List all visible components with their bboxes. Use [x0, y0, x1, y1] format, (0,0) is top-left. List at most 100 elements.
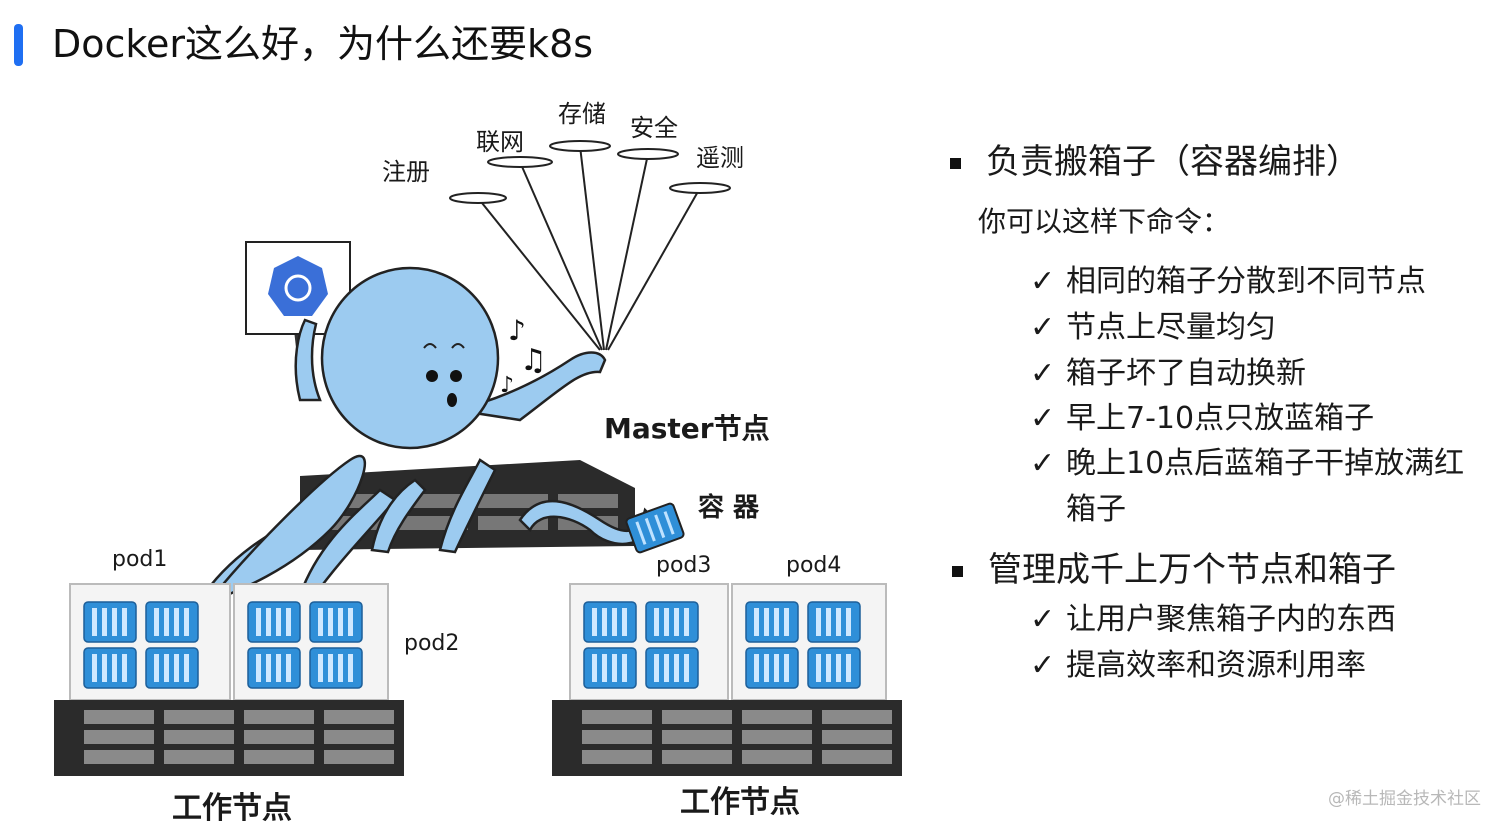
check-icon: ✓	[1030, 264, 1056, 299]
drive-bay	[662, 750, 732, 764]
container-label: 容 器	[698, 492, 760, 523]
container-stripe	[684, 608, 689, 636]
container-stripe	[592, 608, 597, 636]
container-stripe	[266, 654, 271, 682]
drive-bay	[582, 750, 652, 764]
container-stripe	[318, 608, 323, 636]
container-stripe	[174, 654, 179, 682]
container-stripe	[784, 654, 789, 682]
container-stripe	[328, 608, 333, 636]
section1-heading: 负责搬箱子（容器编排）	[986, 142, 1360, 182]
drive-bay	[164, 710, 234, 724]
container-cube	[83, 647, 137, 689]
container-stripe	[122, 654, 127, 682]
container-stripe	[328, 654, 333, 682]
list-item-text: 让用户聚焦箱子内的东西	[1066, 602, 1396, 637]
drive-bay	[582, 710, 652, 724]
drive-bay	[324, 730, 394, 744]
container-stripe	[318, 654, 323, 682]
container-stripe	[602, 654, 607, 682]
container-stripe	[774, 608, 779, 636]
container-stripe	[816, 608, 821, 636]
container-cube	[145, 647, 199, 689]
container-stripe	[112, 608, 117, 636]
container-stripe	[764, 654, 769, 682]
container-stripe	[338, 654, 343, 682]
container-stripe	[122, 608, 127, 636]
watermark: @稀土掘金技术社区	[1328, 789, 1481, 809]
list-item-text: 晚上10点后蓝箱子干掉放满红	[1066, 446, 1465, 481]
bullet-section2: 管理成千上万个节点和箱子	[942, 546, 1502, 594]
drive-bay	[164, 730, 234, 744]
drive-bay	[582, 730, 652, 744]
container-stripe	[256, 608, 261, 636]
container-stripe	[684, 654, 689, 682]
drive-bay	[662, 710, 732, 724]
pod-label: pod1	[112, 547, 167, 572]
container-cube	[247, 647, 301, 689]
title-accent-bar	[14, 24, 23, 66]
container-stripe	[276, 608, 281, 636]
list-item-text: 箱子坏了自动换新	[1066, 356, 1306, 391]
list-item-text: 早上7-10点只放蓝箱子	[1066, 401, 1375, 436]
drive-bay	[84, 750, 154, 764]
container-stripe	[784, 608, 789, 636]
container-stripe	[276, 654, 281, 682]
discs	[449, 140, 731, 204]
balloon-strings	[477, 145, 701, 351]
container-cube	[83, 601, 137, 643]
section1-intro: 你可以这样下命令：	[978, 205, 1231, 238]
pod-label: pod3	[656, 553, 711, 578]
container-stripe	[338, 608, 343, 636]
container-stripe	[612, 608, 617, 636]
container-stripe	[164, 654, 169, 682]
list-item-text: 相同的箱子分散到不同节点	[1066, 264, 1426, 299]
container-stripe	[674, 608, 679, 636]
balloon-label: 安全	[630, 114, 678, 142]
container-stripe	[654, 654, 659, 682]
container-stripe	[348, 608, 353, 636]
container-stripe	[92, 608, 97, 636]
bullet-square-icon	[952, 566, 963, 577]
container-cube	[645, 647, 699, 689]
pod-label: pod2	[404, 631, 459, 656]
drive-bay	[244, 750, 314, 764]
container-cube	[807, 647, 861, 689]
drive-bay	[742, 710, 812, 724]
server-drives	[84, 710, 892, 764]
check-icon: ✓	[1030, 446, 1056, 481]
container-stripe	[174, 608, 179, 636]
container-stripe	[266, 608, 271, 636]
check-icon: ✓	[1030, 356, 1056, 391]
octopus-face	[423, 343, 465, 407]
container-stripe	[664, 608, 669, 636]
balloon-label: 注册	[382, 158, 430, 186]
pod-label: pod4	[786, 553, 841, 578]
container-cube	[247, 601, 301, 643]
drive-bay	[84, 710, 154, 724]
container-stripe	[764, 608, 769, 636]
container-stripe	[602, 608, 607, 636]
container-stripe	[154, 654, 159, 682]
drive-bay	[822, 750, 892, 764]
container-cube	[645, 601, 699, 643]
worker-label: 工作节点	[172, 791, 292, 826]
container-cube	[807, 601, 861, 643]
section2-heading: 管理成千上万个节点和箱子	[988, 550, 1396, 590]
music-note-icon: ♪	[508, 314, 526, 347]
music-note-icon: ♪	[500, 373, 514, 398]
container-stripe	[654, 608, 659, 636]
container-stripe	[622, 654, 627, 682]
drive-bay	[324, 710, 394, 724]
container-stripe	[184, 608, 189, 636]
list-item-text: 提高效率和资源利用率	[1066, 648, 1366, 683]
container-cube	[145, 601, 199, 643]
container-cube	[309, 647, 363, 689]
drive-bay	[822, 710, 892, 724]
container-stripe	[256, 654, 261, 682]
container-stripe	[286, 654, 291, 682]
container-stripe	[826, 608, 831, 636]
container-stripe	[754, 608, 759, 636]
container-stripe	[664, 654, 669, 682]
container-stripe	[112, 654, 117, 682]
